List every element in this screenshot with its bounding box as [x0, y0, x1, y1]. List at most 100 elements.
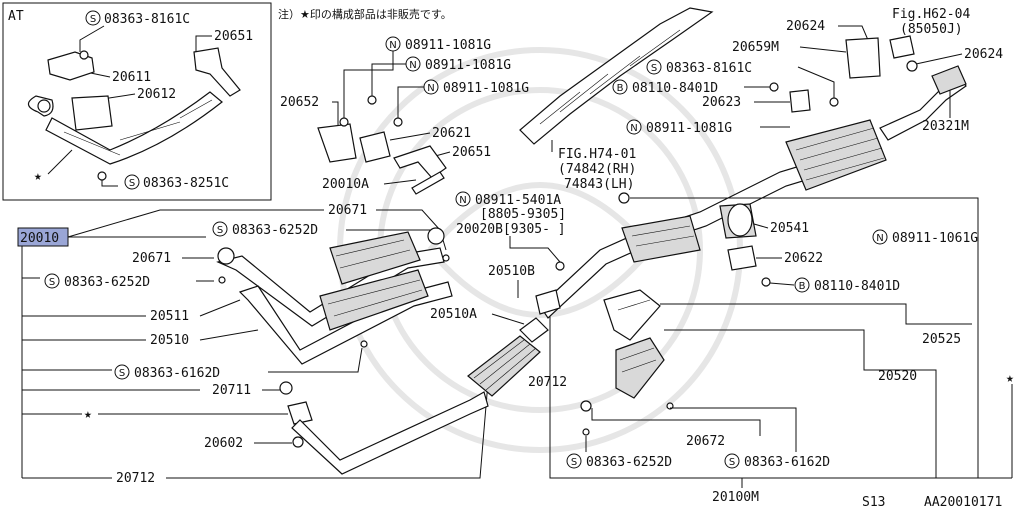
p20100m-label: 20100M [712, 490, 759, 505]
svg-text:N: N [630, 123, 637, 134]
diagram-id: AA20010171 [924, 495, 1002, 510]
tail-pipe [879, 77, 967, 141]
inset-bolt-top-label: 08363-8161C [104, 12, 190, 27]
right-star: ★ [1006, 371, 1014, 386]
svg-text:N: N [409, 60, 416, 71]
bolt-8401-b-label: 08110-8401D [814, 279, 900, 294]
p20510b-label: 20510B [488, 264, 535, 279]
nut-1081-c-label: 08911-1081G [443, 81, 529, 96]
fig-h74-label: FIG.H74-01 [558, 147, 636, 162]
inset-hanger [193, 47, 241, 97]
gasket-20510a [519, 317, 549, 343]
center-p20712-label: 20712 [528, 375, 567, 390]
bolt-6252-a-label: 08363-6252D [232, 223, 318, 238]
gasket-20711 [279, 381, 293, 395]
nut-1061-label: 08911-1061G [892, 231, 978, 246]
inset-20651-label: 20651 [214, 29, 253, 44]
p20671b-label: 20671 [132, 251, 171, 266]
p20623-label: 20623 [702, 95, 741, 110]
right-bolt-6252-label: 08363-6252D [586, 455, 672, 470]
nut-1061 [618, 192, 630, 204]
p20651-label: 20651 [452, 145, 491, 160]
right-bolt-8161-label: 08363-8161C [666, 61, 752, 76]
floor-rail [519, 7, 714, 145]
p20010a-label: 20010A [322, 177, 369, 192]
model-code: S13 [862, 495, 885, 510]
gasket-20510b [535, 289, 561, 315]
svg-text:S: S [90, 14, 96, 25]
svg-text:S: S [217, 225, 223, 236]
p20671a-label: 20671 [328, 203, 367, 218]
center-pipe-20712 [291, 391, 489, 475]
p20659m-label: 20659M [732, 40, 779, 55]
p20622-label: 20622 [784, 251, 823, 266]
svg-text:B: B [799, 281, 806, 292]
gasket-20671-b [217, 247, 235, 265]
svg-text:N: N [389, 40, 396, 51]
p20602-label: 20602 [204, 436, 243, 451]
p20510a-label: 20510A [430, 307, 477, 322]
main-muffler [785, 119, 887, 191]
p20510-label: 20510 [150, 333, 189, 348]
fig-h74-reference: FIG.H74-01 (74842(RH) 74843(LH) [519, 7, 714, 192]
p20520-label: 20520 [878, 369, 917, 384]
p20621-label: 20621 [432, 126, 471, 141]
left-callouts: 20010 20671 S 08363-6252D 20671 S 08363-… [17, 203, 489, 486]
right-nut-1081-label: 08911-1081G [646, 121, 732, 136]
p20020b-label: 20020B[9305- ] [456, 222, 566, 237]
fig-h62-label: Fig.H62-04 [892, 7, 970, 22]
sale-note: 注）★印の構成部品は非販売です。 [278, 7, 452, 21]
sub-muffler [621, 215, 701, 263]
finisher-20321m [931, 65, 967, 95]
nut-5401-range: [8805-9305] [480, 207, 566, 222]
svg-text:S: S [119, 368, 125, 379]
catalyst [467, 335, 541, 397]
inset-star: ★ [34, 169, 42, 184]
bolt-20010a [411, 171, 445, 195]
fig-h74-lh: 74843(LH) [564, 177, 634, 192]
svg-text:S: S [651, 63, 657, 74]
right-bolt-6162-label: 08363-6162D [744, 455, 830, 470]
nut-20602 [292, 436, 304, 448]
right-callouts: 20624 Fig.H62-04 (85050J) 20659M 20624 S… [550, 7, 1014, 510]
p20652-label: 20652 [280, 95, 319, 110]
corner-label: AT [8, 9, 24, 24]
bolt-6252-b-label: 08363-6252D [64, 275, 150, 290]
bracket-20622 [727, 245, 757, 271]
bolt-6162-label: 08363-6162D [134, 366, 220, 381]
svg-text:N: N [427, 83, 434, 94]
nut-5401-label: 08911-5401A [475, 193, 561, 208]
heat-insulator-20520 [615, 337, 665, 399]
inset-clamp [71, 95, 113, 131]
bolt-8401-a-label: 08110-8401D [632, 81, 718, 96]
s-mark [85, 10, 101, 26]
bracket-20659m [845, 37, 881, 79]
inset-20611-label: 20611 [112, 70, 151, 85]
rear-pipe-parts [535, 65, 967, 436]
p20624b-label: 20624 [964, 47, 1003, 62]
nut-1081-a-label: 08911-1081G [405, 38, 491, 53]
fig-h62-sub: (85050J) [900, 22, 963, 37]
p20525-label: 20525 [922, 332, 961, 347]
p20624a-label: 20624 [786, 19, 825, 34]
at-inset: AT S 08363-8161C 20651 20611 20612 ★ S 0… [2, 2, 272, 201]
rubber-mount-20621 [359, 131, 391, 163]
p20712-label: 20712 [116, 471, 155, 486]
center-callouts: 20652 N 08911-1081G N 08911-1081G N 0891… [280, 36, 588, 479]
flange-star [287, 401, 313, 425]
rubber-20623 [789, 89, 811, 113]
p20672-label: 20672 [686, 434, 725, 449]
inset-bolt-bottom-label: 08363-8251C [143, 176, 229, 191]
p20511-label: 20511 [150, 309, 189, 324]
svg-text:S: S [129, 178, 135, 189]
fig-h74-rh: (74842(RH) [558, 162, 636, 177]
svg-text:S: S [571, 457, 577, 468]
svg-text:B: B [617, 83, 624, 94]
svg-text:S: S [49, 277, 55, 288]
p20711-label: 20711 [212, 383, 251, 398]
svg-text:N: N [459, 195, 466, 206]
nut-1081-b-label: 08911-1081G [425, 58, 511, 73]
heat-shield-a [329, 231, 421, 285]
inset-20612-label: 20612 [137, 87, 176, 102]
